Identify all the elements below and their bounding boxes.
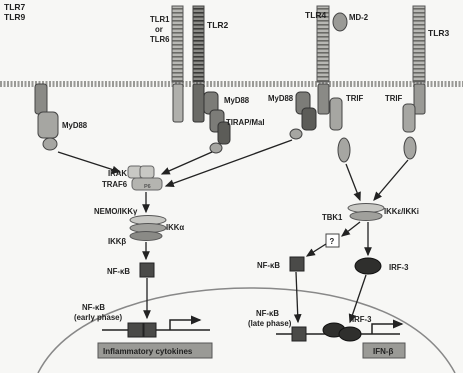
nfkb-left-label: NF-κB bbox=[107, 267, 130, 276]
ikk-complex-left bbox=[130, 216, 166, 241]
transcription-arrow-right bbox=[372, 324, 402, 334]
tlr6-label: TLR6 bbox=[150, 35, 170, 44]
tlr2-label: TLR2 bbox=[207, 20, 229, 30]
arrow-tlr2-irak bbox=[162, 152, 212, 174]
tlr4-receptor bbox=[317, 6, 329, 114]
ikkb-label: IKKβ bbox=[108, 237, 126, 246]
tlr4-label: TLR4 bbox=[305, 10, 327, 20]
tbk1-label: TBK1 bbox=[322, 213, 343, 222]
late-phase-label: (late phase) bbox=[248, 319, 292, 328]
irf3-nucleus-2 bbox=[339, 327, 361, 341]
tlr4-myd88-complex bbox=[290, 92, 316, 139]
inflammatory-label: Inflammatory cytokines bbox=[103, 347, 193, 356]
md2-protein bbox=[333, 13, 347, 31]
irak-label: IRAK bbox=[108, 169, 127, 178]
early-phase-label: (early phase) bbox=[74, 313, 123, 322]
myd88-mid-label: MyD88 bbox=[224, 96, 250, 105]
ikka-label: IKKα bbox=[166, 223, 184, 232]
ikke-label: IKKε/IKKi bbox=[384, 207, 419, 216]
arrow-nfkb-late bbox=[296, 272, 298, 322]
arrow-tbk1-question bbox=[342, 222, 360, 236]
ifnb-label: IFN-β bbox=[373, 347, 394, 356]
tlr7-label: TLR7 bbox=[4, 2, 26, 12]
tlr3-label: TLR3 bbox=[428, 28, 450, 38]
nfkb-left-box bbox=[140, 263, 154, 277]
arrow-trif3-ikke bbox=[374, 160, 408, 200]
tlr4-trif-complex bbox=[330, 98, 350, 162]
myd88-left-label: MyD88 bbox=[62, 121, 88, 130]
nfkb-early-box-2 bbox=[144, 323, 156, 337]
trif-tlr3-label: TRIF bbox=[385, 94, 403, 103]
tlr2-receptor bbox=[193, 6, 204, 122]
nfkb-late-box bbox=[292, 327, 306, 341]
tlr7-tlr9-receptor bbox=[35, 84, 58, 150]
nfkb-right-label: NF-κB bbox=[257, 261, 280, 270]
tlr9-label: TLR9 bbox=[4, 12, 26, 22]
nemo-label: NEMO/IKKγ bbox=[94, 207, 138, 216]
tlr1-label: TLR1 bbox=[150, 15, 170, 24]
arrow-tlr4-irak bbox=[166, 140, 292, 186]
irf3-nucleus-label: IRF-3 bbox=[352, 315, 372, 324]
or-label: or bbox=[155, 25, 163, 34]
nfkb-right-box bbox=[290, 257, 304, 271]
irf3-label: IRF-3 bbox=[389, 263, 409, 272]
nfkb-late-label: NF-κB bbox=[256, 309, 279, 318]
nfkb-early-box-1 bbox=[128, 323, 143, 337]
traf6-inner-label: P6 bbox=[144, 184, 151, 190]
ikke-tbk1-complex bbox=[348, 204, 384, 221]
question-label: ? bbox=[330, 237, 335, 246]
arrow-tlr9-irak bbox=[58, 152, 120, 172]
transcription-arrow-left bbox=[170, 320, 200, 330]
arrow-question-nfkb bbox=[307, 244, 326, 256]
irf3-cytoplasm bbox=[355, 258, 381, 274]
nfkb-early-label: NF-κB bbox=[82, 303, 105, 312]
tlr1-tlr6-receptor bbox=[172, 6, 183, 122]
trif-tlr4-label: TRIF bbox=[346, 94, 364, 103]
myd88-tlr4-label: MyD88 bbox=[268, 94, 294, 103]
md2-label: MD-2 bbox=[349, 13, 369, 22]
nuclear-envelope bbox=[38, 288, 455, 373]
arrow-trif4-ikke bbox=[346, 164, 360, 200]
tirap-mal-label: TIRAP/Mal bbox=[226, 118, 265, 127]
traf6-label: TRAF6 bbox=[102, 180, 128, 189]
